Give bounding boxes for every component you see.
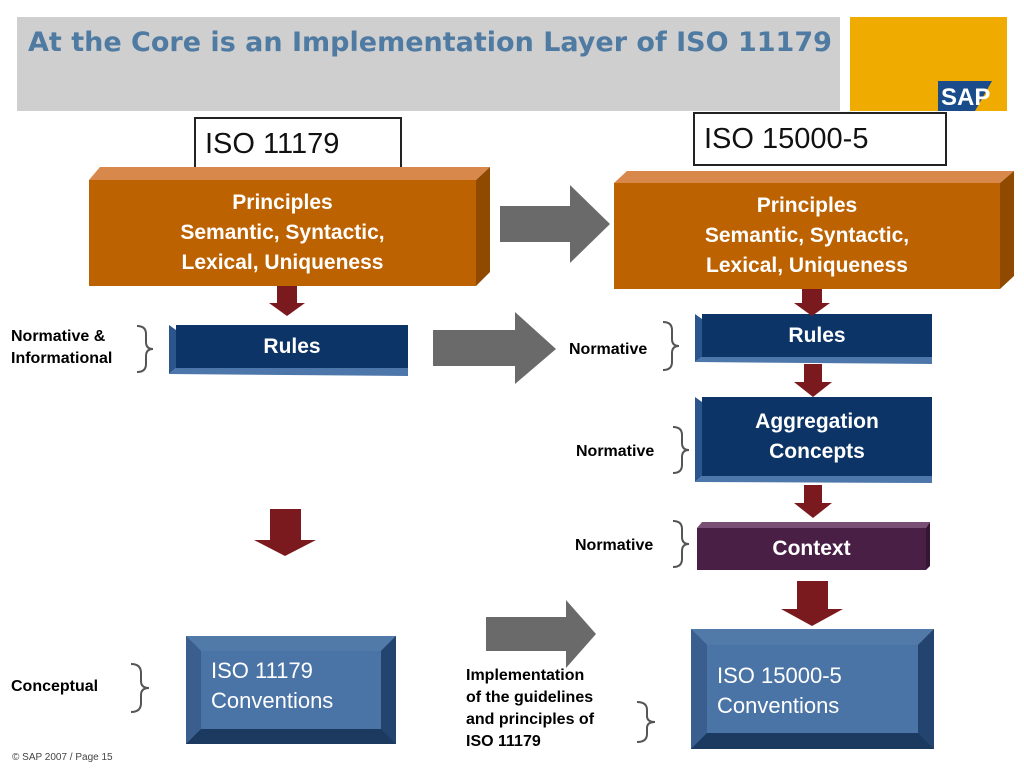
implementation-note: Implementation of the guidelines and pri… (466, 667, 595, 750)
context-top (697, 522, 930, 528)
down-arrow-rules (794, 364, 832, 397)
left-principles-label: Principles Semantic, Syntactic, Lexical,… (180, 191, 385, 274)
gray-arrow-rules (433, 312, 556, 384)
right-rules-front (702, 314, 932, 357)
right-conventions-label: ISO 15000-5 Conventions (717, 663, 842, 718)
left-conventions-face (201, 651, 381, 729)
down-arrow-aggregation (794, 485, 832, 518)
aggregation-bottom (695, 476, 932, 483)
right-rules-bottom (695, 357, 932, 364)
left-conventions-label: ISO 11179 Conventions (211, 658, 334, 713)
right-principles-side (1000, 171, 1014, 289)
iso-15000-header: ISO 15000-5 (693, 112, 947, 166)
down-arrow-context (781, 581, 843, 626)
brace-context-icon (672, 520, 690, 568)
aggregation-note: Normative (576, 443, 655, 460)
sap-logo: SAP (850, 17, 1007, 111)
aggregation-side (695, 397, 702, 482)
brace-conceptual-icon (130, 663, 150, 713)
context-front (697, 528, 926, 570)
brace-implementation-icon (636, 701, 656, 743)
brace-left-rules-icon (136, 325, 154, 373)
context-note: Normative (575, 537, 654, 554)
page-title: At the Core is an Implementation Layer o… (28, 27, 832, 58)
left-rules-front (176, 325, 408, 368)
context-side (926, 522, 930, 570)
left-principles-side (476, 167, 490, 286)
gray-arrow-principles (500, 185, 610, 263)
footer-copyright: © SAP 2007 / Page 15 (12, 752, 113, 763)
left-rules-bottom (169, 368, 408, 376)
brace-aggregation-icon (672, 426, 690, 474)
gray-arrow-conventions (486, 600, 596, 668)
down-arrow-left-conventions (254, 509, 316, 556)
left-rules-label: Rules (263, 334, 321, 358)
right-conventions-face (707, 645, 918, 733)
left-principles-top (89, 167, 490, 180)
context-label: Context (772, 537, 851, 560)
sap-logo-text: SAP (941, 84, 990, 111)
down-arrow-right-principles (794, 289, 830, 316)
aggregation-front (702, 397, 932, 476)
right-principles-front (614, 183, 1000, 289)
title-bar (17, 17, 840, 111)
right-principles-top (614, 171, 1014, 183)
aggregation-label: Aggregation Concepts (755, 409, 879, 463)
rules-note-left: Normative & Informational (11, 328, 113, 367)
brace-right-rules-icon (662, 321, 680, 371)
down-arrow-left-principles (269, 286, 305, 316)
left-rules-side (169, 325, 176, 374)
right-rules-side (695, 314, 702, 362)
right-principles-label: Principles Semantic, Syntactic, Lexical,… (704, 194, 910, 277)
rules-note-right: Normative (569, 341, 648, 358)
right-rules-label: Rules (788, 323, 846, 347)
left-principles-front (89, 180, 476, 286)
conceptual-note: Conceptual (11, 678, 99, 695)
